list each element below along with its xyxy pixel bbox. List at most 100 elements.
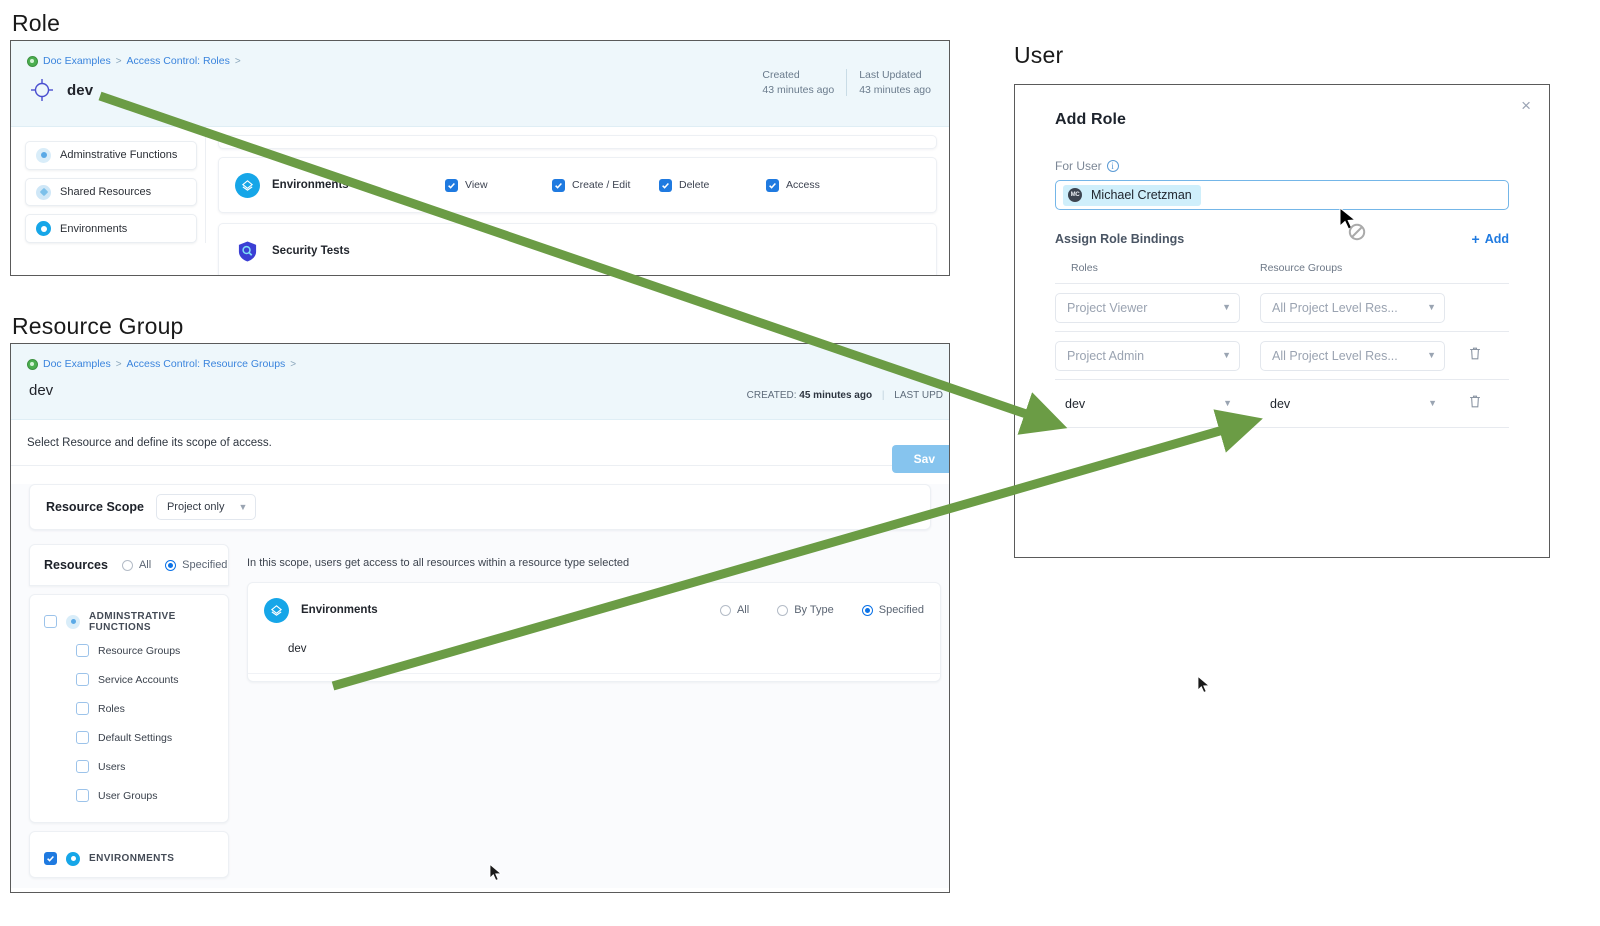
radio-icon[interactable] [121,559,133,571]
resource-child-row[interactable]: Service Accounts [30,665,228,694]
for-user-label-row: For User i [1055,159,1509,173]
rg-breadcrumb-sep: > [115,358,122,370]
permission-label: Environments [272,179,349,191]
resource-group-select-value: dev [1270,396,1291,411]
permission-card-partial [218,135,937,149]
permission-option-create-edit[interactable]: Create / Edit [552,178,659,192]
resource-group-select[interactable]: All Project Level Res... ▼ [1260,292,1445,323]
breadcrumb-sep-2: > [234,55,241,67]
checkbox-icon[interactable] [76,760,89,773]
user-select-field[interactable]: MC Michael Cretzman [1055,180,1509,210]
resources-title: Resources [44,558,108,572]
chevron-down-icon: ▼ [1222,302,1231,312]
permission-option-label: View [465,179,488,191]
checkbox-icon[interactable] [76,789,89,802]
checkbox-icon[interactable] [76,673,89,686]
env-option-label: Specified [878,604,924,616]
rg-meta-divider: | [881,390,885,401]
circle-layers-icon [36,221,51,237]
radio-icon[interactable] [719,604,731,616]
environments-name-row: Environments [264,597,378,623]
add-role-dialog: × Add Role For User i MC Michael Cretzma… [1014,84,1550,558]
permission-option-label: Create / Edit [572,179,631,191]
resource-child-row[interactable]: Users [30,752,228,781]
sidebar-item-label: Environments [60,222,128,235]
checkbox-checked-icon[interactable] [659,178,672,192]
checkbox-checked-icon[interactable] [445,178,458,192]
sidebar-item-environments[interactable]: Environments [25,214,197,244]
info-icon[interactable]: i [1106,160,1119,172]
role-select[interactable]: dev ▼ [1055,389,1240,419]
checkbox-icon[interactable] [76,731,89,744]
radio-selected-icon[interactable] [861,604,873,616]
checkbox-checked-icon[interactable] [766,178,779,192]
breadcrumb-root[interactable]: Doc Examples [43,55,111,67]
resource-child-row[interactable]: Roles [30,694,228,723]
row-role-cell: dev ▼ [1055,389,1260,419]
env-option-all[interactable]: All [719,604,749,616]
for-user-label: For User [1055,159,1102,173]
env-option-specified[interactable]: Specified [861,604,924,616]
role-select[interactable]: Project Viewer ▼ [1055,292,1240,323]
resource-child-row[interactable]: Default Settings [30,723,228,752]
delete-icon[interactable] [1468,346,1482,366]
rg-subbar: Select Resource and define its scope of … [11,420,949,466]
role-select[interactable]: Project Admin ▼ [1055,340,1240,371]
avatar: MC [1068,188,1082,202]
resource-group-environments: ENVIRONMENTS [29,831,229,878]
row-resource-group-cell: All Project Level Res... ▼ [1260,340,1455,371]
add-binding-button[interactable]: + Add [1472,232,1510,246]
role-body: Adminstrative Functions Shared Resources… [11,127,949,275]
resource-child-row[interactable]: User Groups [30,781,228,810]
resource-group-select[interactable]: All Project Level Res... ▼ [1260,340,1445,371]
resource-child-row[interactable]: Resource Groups [30,636,228,665]
save-button[interactable]: Sav [891,445,949,473]
delete-icon[interactable] [1468,394,1482,414]
user-chip[interactable]: MC Michael Cretzman [1063,184,1201,206]
breadcrumb-level2[interactable]: Access Control: Roles [126,55,230,67]
user-section-caption: User [1014,42,1064,68]
mouse-cursor-pointer [1197,675,1211,699]
environments-label: Environments [301,604,378,616]
checkbox-checked-icon[interactable] [44,852,57,865]
permission-option-view[interactable]: View [445,178,552,192]
rg-meta: CREATED: 45 minutes ago | LAST UPD [747,390,943,401]
close-icon[interactable]: × [1521,96,1531,115]
project-dot-icon [27,55,38,67]
resources-option-specified[interactable]: Specified [165,559,227,571]
resource-parent-row[interactable]: ENVIRONMENTS [30,844,228,873]
bindings-table: Roles Resource Groups Project Viewer ▼ A… [1055,262,1509,428]
environments-scope-item: dev [288,643,307,655]
environments-scope-footer [248,673,940,681]
resource-child-label: Resource Groups [98,644,181,657]
checkbox-icon[interactable] [44,615,57,628]
radio-icon[interactable] [777,604,789,616]
rg-breadcrumb-root[interactable]: Doc Examples [43,358,111,370]
sidebar-item-shared-resources[interactable]: Shared Resources [25,177,197,207]
rg-breadcrumb-level2[interactable]: Access Control: Resource Groups [126,358,286,370]
permission-options: View Create / Edit Delete [445,178,920,192]
rg-created-value: 45 minutes ago [799,390,873,401]
resource-group-administrative-functions: ADMINSTRATIVE FUNCTIONS Resource Groups … [29,594,229,823]
checkbox-icon[interactable] [76,702,89,715]
env-option-by-type[interactable]: By Type [777,604,834,616]
role-sidebar: Adminstrative Functions Shared Resources… [11,127,206,244]
chevron-down-icon: ▼ [1428,398,1437,408]
checkbox-checked-icon[interactable] [552,178,565,192]
permission-option-delete[interactable]: Delete [659,178,766,192]
sidebar-item-administrative-functions[interactable]: Adminstrative Functions [25,141,197,170]
radio-selected-icon[interactable] [165,559,177,571]
resources-option-all[interactable]: All [121,559,151,571]
role-permissions: Environments View [206,127,949,275]
permission-option-access[interactable]: Access [766,178,873,192]
circle-dot-icon [36,147,51,163]
resources-option-label: Specified [182,559,228,571]
table-row: Project Viewer ▼ All Project Level Res..… [1055,284,1509,332]
chevron-down-icon: ▼ [1427,350,1436,360]
resource-child-label: Users [98,760,126,773]
checkbox-icon[interactable] [76,644,89,657]
resource-scope-select[interactable]: Project only ▼ [155,494,257,520]
resource-parent-row[interactable]: ADMINSTRATIVE FUNCTIONS [30,607,228,636]
resource-group-select[interactable]: dev ▼ [1260,389,1445,419]
rg-created-label: CREATED: [746,390,797,401]
